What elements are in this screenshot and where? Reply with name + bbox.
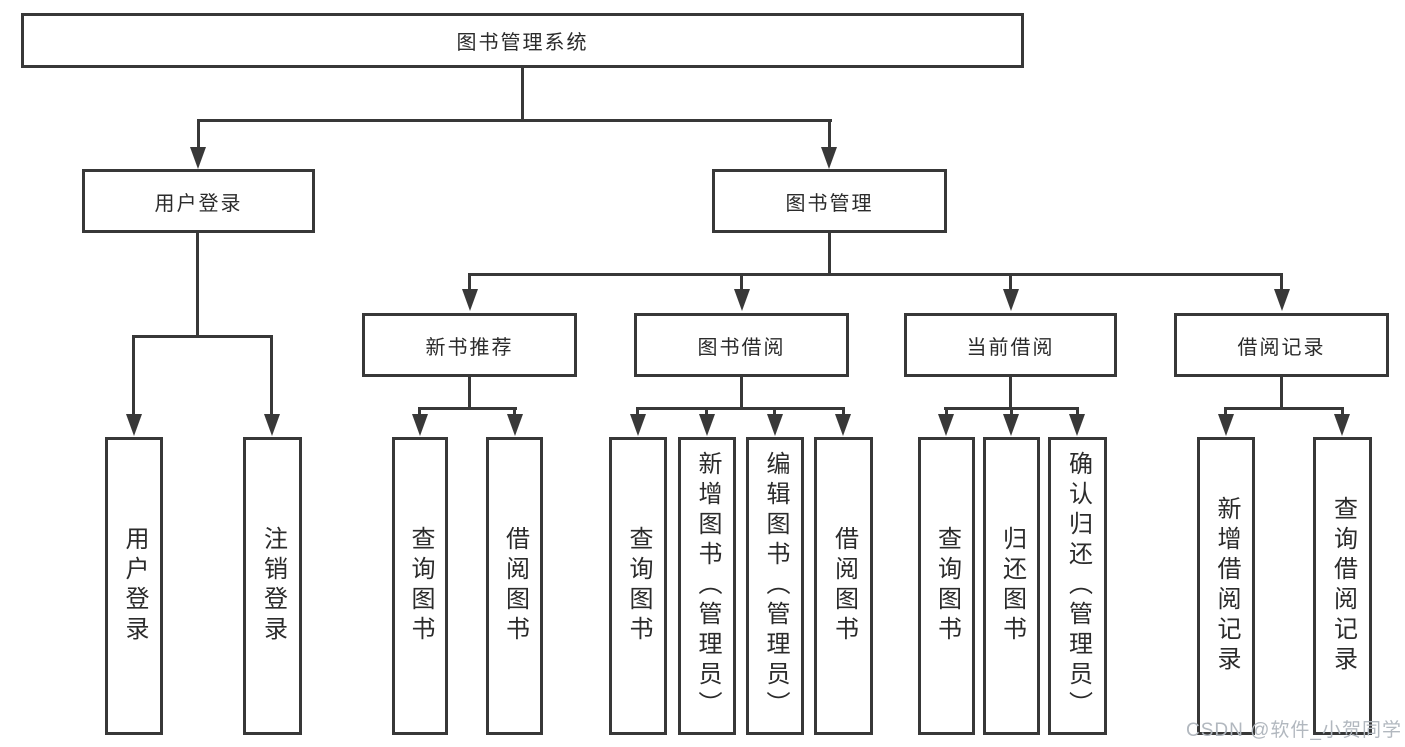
node-leaf-query-borrow-record: 查询借阅记录: [1313, 437, 1372, 735]
arrow-down-icon: [1069, 414, 1085, 436]
arrow-down-icon: [264, 414, 280, 436]
node-user-login-label: 用户登录: [154, 192, 243, 215]
leaf-label: 用户登录: [121, 526, 148, 646]
arrow-down-icon: [821, 147, 837, 169]
arrow-down-icon: [835, 414, 851, 436]
connector-line: [197, 119, 832, 122]
connector-line: [1076, 407, 1079, 416]
arrow-down-icon: [1003, 289, 1019, 311]
leaf-label: 查询借阅记录: [1329, 496, 1357, 676]
arrow-down-icon: [1274, 289, 1290, 311]
arrow-down-icon: [1218, 414, 1234, 436]
node-current-borrowing-label: 当前借阅: [966, 336, 1055, 359]
arrow-down-icon: [507, 414, 523, 436]
arrow-down-icon: [734, 289, 750, 311]
arrow-down-icon: [699, 414, 715, 436]
connector-line: [1224, 407, 1227, 416]
connector-line: [1224, 407, 1344, 410]
node-current-borrowing: 当前借阅: [904, 313, 1117, 377]
node-borrowing-records: 借阅记录: [1174, 313, 1389, 377]
connector-line: [468, 273, 1282, 276]
connector-line: [740, 377, 743, 409]
arrow-down-icon: [1003, 414, 1019, 436]
arrow-down-icon: [1334, 414, 1350, 436]
connector-line: [842, 407, 845, 416]
leaf-label: 借阅图书: [501, 526, 529, 646]
connector-line: [1009, 377, 1012, 409]
leaf-label: 新增图书（管理员）: [694, 451, 721, 721]
node-book-management-label: 图书管理: [785, 192, 874, 215]
connector-line: [1010, 407, 1013, 416]
node-new-book-recommend-label: 新书推荐: [425, 336, 514, 359]
connector-line: [828, 119, 831, 149]
leaf-label: 新增借阅记录: [1213, 496, 1240, 676]
arrow-down-icon: [462, 289, 478, 311]
connector-line: [468, 273, 471, 291]
node-leaf-query-books-borrowing: 查询图书: [609, 437, 667, 735]
node-user-login: 用户登录: [82, 169, 315, 233]
connector-line: [740, 273, 743, 291]
connector-line: [705, 407, 708, 416]
node-leaf-borrow-books-recommend: 借阅图书: [486, 437, 543, 735]
node-book-management: 图书管理: [712, 169, 947, 233]
connector-line: [418, 407, 421, 416]
connector-line: [196, 233, 199, 337]
arrow-down-icon: [767, 414, 783, 436]
connector-line: [1280, 377, 1283, 409]
connector-line: [636, 407, 845, 410]
leaf-label: 查询图书: [933, 526, 961, 646]
connector-line: [270, 335, 273, 415]
node-root-label: 图书管理系统: [456, 32, 589, 54]
connector-line: [197, 119, 200, 149]
leaf-label: 查询图书: [625, 526, 652, 646]
connector-line: [828, 233, 831, 275]
node-leaf-user-login: 用户登录: [105, 437, 163, 735]
node-leaf-query-books-recommend: 查询图书: [392, 437, 448, 735]
node-borrowing-records-label: 借阅记录: [1237, 336, 1326, 359]
leaf-label: 归还图书: [998, 526, 1026, 646]
node-leaf-return-books: 归还图书: [983, 437, 1040, 735]
node-book-borrowing: 图书借阅: [634, 313, 849, 377]
connector-line: [418, 407, 517, 410]
leaf-label: 借阅图书: [830, 526, 858, 646]
node-leaf-confirm-return-admin: 确认归还（管理员）: [1048, 437, 1107, 735]
connector-line: [1341, 407, 1344, 416]
connector-line: [773, 407, 776, 416]
leaf-label: 查询图书: [407, 526, 434, 646]
node-leaf-edit-books-admin: 编辑图书（管理员）: [746, 437, 804, 735]
node-leaf-query-books-current: 查询图书: [918, 437, 975, 735]
node-leaf-add-borrow-record: 新增借阅记录: [1197, 437, 1255, 735]
csdn-watermark: CSDN @软件_小贺同学: [1186, 720, 1402, 741]
node-root: 图书管理系统: [21, 13, 1024, 68]
leaf-label: 编辑图书（管理员）: [762, 451, 789, 721]
connector-line: [1009, 273, 1012, 291]
node-leaf-borrow-books: 借阅图书: [814, 437, 873, 735]
connector-line: [468, 377, 471, 409]
arrow-down-icon: [630, 414, 646, 436]
arrow-down-icon: [938, 414, 954, 436]
connector-line: [945, 407, 948, 416]
leaf-label: 确认归还（管理员）: [1064, 451, 1092, 721]
leaf-label: 注销登录: [259, 526, 287, 646]
node-leaf-logout: 注销登录: [243, 437, 302, 735]
arrow-down-icon: [126, 414, 142, 436]
connector-line: [521, 68, 524, 121]
connector-line: [636, 407, 639, 416]
connector-line: [1280, 273, 1283, 291]
connector-line: [132, 335, 273, 338]
node-leaf-add-books-admin: 新增图书（管理员）: [678, 437, 736, 735]
arrow-down-icon: [190, 147, 206, 169]
node-book-borrowing-label: 图书借阅: [697, 336, 786, 359]
connector-line: [132, 335, 135, 415]
node-new-book-recommend: 新书推荐: [362, 313, 577, 377]
arrow-down-icon: [412, 414, 428, 436]
connector-line: [513, 407, 516, 416]
